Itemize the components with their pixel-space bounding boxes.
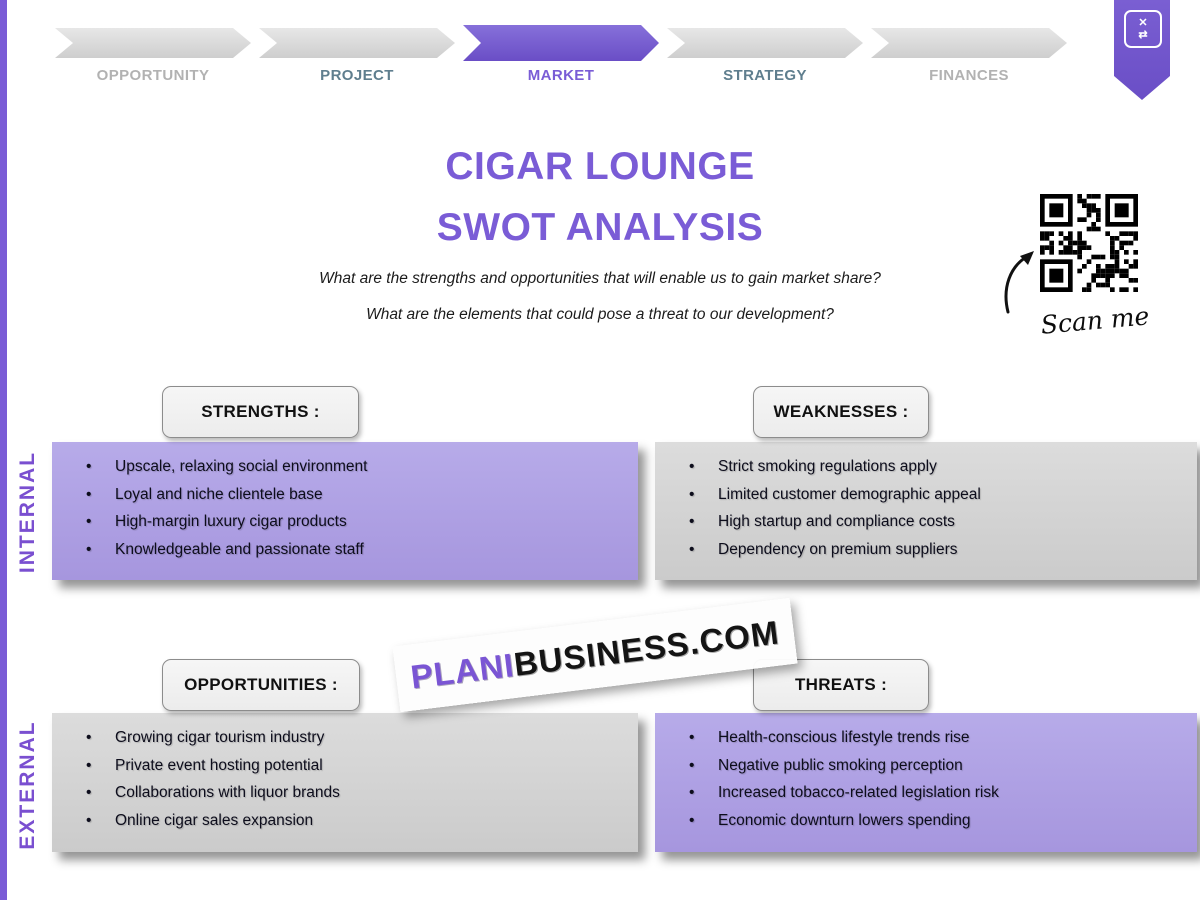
- left-accent-bar: [0, 0, 7, 900]
- axis-label-external: EXTERNAL: [16, 720, 39, 850]
- opportunities-list: Growing cigar tourism industryPrivate ev…: [52, 713, 638, 834]
- opportunities-box: Growing cigar tourism industryPrivate ev…: [52, 713, 638, 852]
- qr-code: [1040, 194, 1138, 292]
- watermark-brand-part3: .COM: [687, 613, 782, 662]
- page-title: CIGAR LOUNGE SWOT ANALYSIS: [0, 136, 1200, 258]
- bullet-item: Upscale, relaxing social environment: [86, 453, 624, 481]
- weaknesses-header: WEAKNESSES :: [753, 386, 929, 438]
- qr-block: Scan me: [1040, 194, 1150, 340]
- axis-label-internal: INTERNAL: [16, 450, 39, 574]
- watermark-brand-part2: BUSINESS: [511, 624, 692, 683]
- logo-glyph-bottom: ⇄: [1138, 29, 1148, 41]
- threats-box: Health-conscious lifestyle trends riseNe…: [655, 713, 1197, 852]
- weaknesses-box: Strict smoking regulations applyLimited …: [655, 442, 1197, 580]
- bullet-item: Private event hosting potential: [86, 752, 624, 780]
- step-label-opportunity[interactable]: OPPORTUNITY: [96, 67, 210, 84]
- weaknesses-list: Strict smoking regulations applyLimited …: [655, 442, 1197, 563]
- bullet-item: Knowledgeable and passionate staff: [86, 536, 624, 564]
- step-chevron-finances[interactable]: [871, 28, 1067, 58]
- bullet-item: Negative public smoking perception: [689, 752, 1183, 780]
- strengths-list: Upscale, relaxing social environmentLoya…: [52, 442, 638, 563]
- bullet-item: Increased tobacco-related legislation ri…: [689, 779, 1183, 807]
- logo-glyph-top: ✕: [1138, 17, 1148, 29]
- step-chevron-opportunity[interactable]: [55, 28, 251, 58]
- bullet-item: Limited customer demographic appeal: [689, 481, 1183, 509]
- step-label-finances[interactable]: FINANCES: [929, 67, 1009, 84]
- bullet-item: High startup and compliance costs: [689, 508, 1183, 536]
- subtitle-question-1: What are the strengths and opportunities…: [319, 270, 881, 287]
- subtitle-question-2: What are the elements that could pose a …: [366, 306, 834, 323]
- bullet-item: Health-conscious lifestyle trends rise: [689, 724, 1183, 752]
- title-line-1: CIGAR LOUNGE: [445, 145, 755, 188]
- bullet-item: Dependency on premium suppliers: [689, 536, 1183, 564]
- threats-list: Health-conscious lifestyle trends riseNe…: [655, 713, 1197, 834]
- step-label-project[interactable]: PROJECT: [320, 67, 394, 84]
- threats-header: THREATS :: [753, 659, 929, 711]
- opportunities-header: OPPORTUNITIES :: [162, 659, 360, 711]
- bullet-item: Online cigar sales expansion: [86, 807, 624, 835]
- strengths-header: STRENGTHS :: [162, 386, 359, 438]
- watermark-brand-part1: PLANI: [408, 646, 517, 696]
- step-label-market[interactable]: MARKET: [527, 67, 595, 84]
- strengths-box: Upscale, relaxing social environmentLoya…: [52, 442, 638, 580]
- bullet-item: Loyal and niche clientele base: [86, 481, 624, 509]
- step-chevron-market[interactable]: [463, 25, 659, 61]
- bullet-item: Growing cigar tourism industry: [86, 724, 624, 752]
- step-label-strategy[interactable]: STRATEGY: [723, 67, 807, 84]
- brand-ribbon: ✕ ⇄: [1114, 0, 1170, 100]
- bullet-item: Collaborations with liquor brands: [86, 779, 624, 807]
- bullet-item: Economic downturn lowers spending: [689, 807, 1183, 835]
- plan-shuffle-icon: ✕ ⇄: [1124, 10, 1162, 48]
- bullet-item: High-margin luxury cigar products: [86, 508, 624, 536]
- step-chevron-strategy[interactable]: [667, 28, 863, 58]
- step-chevron-project[interactable]: [259, 28, 455, 58]
- curved-arrow-icon: [1004, 251, 1034, 314]
- qr-caption: Scan me: [1039, 301, 1151, 340]
- title-line-2: SWOT ANALYSIS: [436, 206, 764, 249]
- bullet-item: Strict smoking regulations apply: [689, 453, 1183, 481]
